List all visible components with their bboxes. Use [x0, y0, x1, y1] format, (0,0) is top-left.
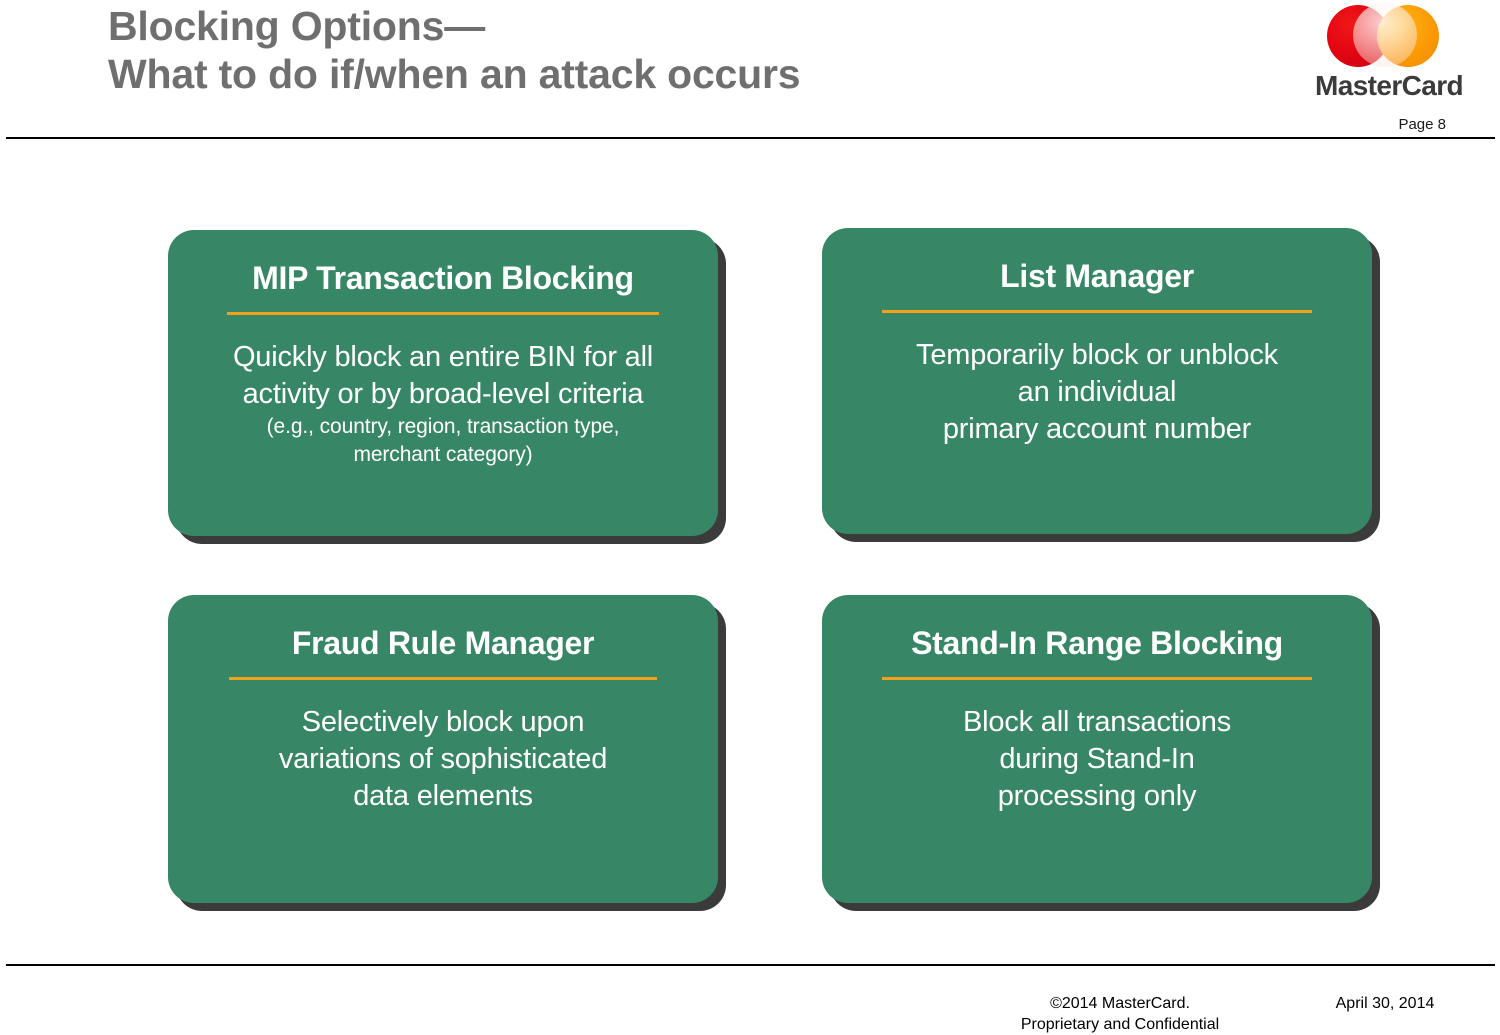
footer-copyright: ©2014 MasterCard. Proprietary and Confid… — [1020, 995, 1220, 1033]
page-number-label: Page 8 — [1398, 116, 1446, 133]
card-body: Block all transactions during Stand-In p… — [963, 706, 1231, 812]
card-body: Quickly block an entire BIN for all acti… — [232, 341, 654, 410]
card-divider — [229, 677, 657, 680]
card-stand-in-range-blocking[interactable]: Stand-In Range Blocking Block all transa… — [822, 595, 1372, 903]
logo-overlap-circle-icon — [1353, 3, 1417, 67]
card-title: Stand-In Range Blocking — [911, 625, 1283, 661]
card-title: MIP Transaction Blocking — [252, 260, 634, 296]
card-note: (e.g., country, region, transaction type… — [266, 415, 620, 466]
card-divider — [882, 310, 1312, 313]
card-divider — [227, 312, 659, 315]
brand-wordmark: MasterCard — [1315, 70, 1464, 101]
footer-date: April 30, 2014 — [1335, 995, 1435, 1012]
card-list-manager[interactable]: List Manager Temporarily block or unbloc… — [822, 228, 1372, 534]
card-title: Fraud Rule Manager — [291, 625, 595, 661]
page-title: Blocking Options— What to do if/when an … — [108, 3, 801, 97]
card-mip-transaction-blocking[interactable]: MIP Transaction Blocking Quickly block a… — [168, 230, 718, 536]
header-divider — [6, 137, 1495, 139]
card-fraud-rule-manager[interactable]: Fraud Rule Manager Selectively block upo… — [168, 595, 718, 903]
mastercard-logo-icon — [1327, 2, 1443, 68]
mastercard-logo: MasterCard — [1313, 2, 1464, 106]
card-body: Temporarily block or unblock an individu… — [916, 339, 1278, 445]
card-title: List Manager — [1000, 258, 1194, 294]
card-body: Selectively block upon variations of sop… — [278, 706, 608, 812]
footer-divider — [6, 964, 1495, 966]
card-divider — [882, 677, 1312, 680]
